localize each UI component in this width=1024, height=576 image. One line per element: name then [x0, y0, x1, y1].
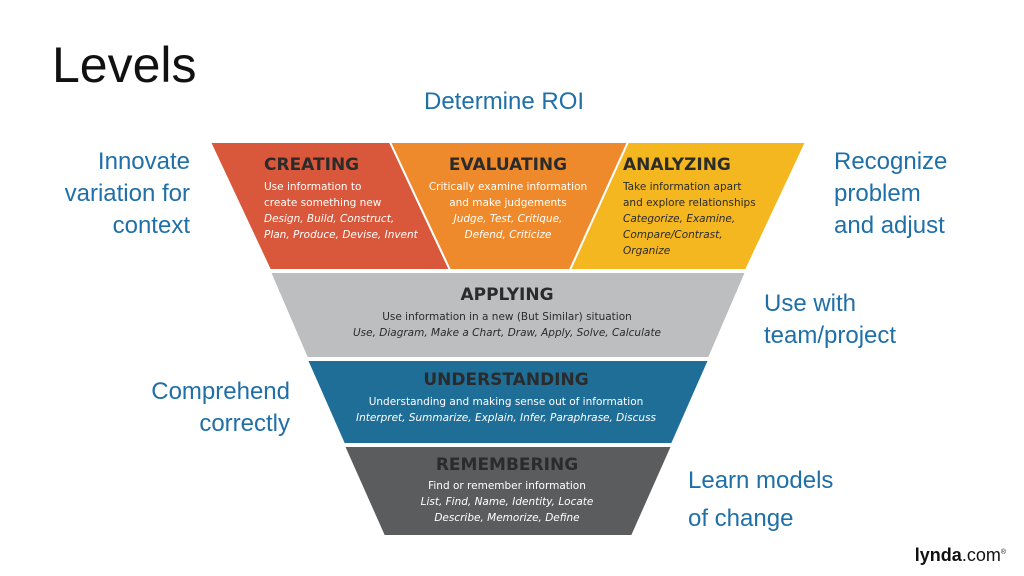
slide-title: Levels — [52, 37, 197, 93]
understanding-line: Understanding and making sense out of in… — [369, 396, 644, 408]
annotation-recognize: Recognize problem and adjust — [834, 146, 947, 242]
annotation-line: context — [112, 212, 190, 239]
annotation-line: of change — [688, 505, 794, 532]
remembering-title: REMEMBERING — [436, 455, 578, 475]
evaluating-examples: Judge, Test, Critique, — [452, 213, 563, 225]
analyzing-examples: Compare/Contrast, — [623, 229, 723, 241]
evaluating-examples: Defend, Criticize — [465, 229, 552, 241]
annotation-line: Use with — [764, 290, 857, 317]
remembering-band — [342, 445, 674, 537]
analyzing-examples: Categorize, Examine, — [623, 213, 735, 225]
annotation-line: and adjust — [834, 212, 945, 239]
applying-band — [268, 271, 748, 359]
remembering-examples: List, Find, Name, Identity, Locate — [421, 496, 594, 508]
remembering-examples: Describe, Memorize, Define — [434, 512, 579, 524]
understanding-band — [305, 359, 711, 445]
analyzing-title: ANALYZING — [623, 155, 731, 175]
creating-title: CREATING — [264, 155, 359, 175]
analyzing-line: Take information apart — [622, 181, 742, 193]
lynda-logo: lynda.com® — [915, 545, 1006, 566]
annotation-line: correctly — [199, 410, 290, 437]
applying-line: Use information in a new (But Similar) s… — [382, 311, 632, 323]
applying-examples: Use, Diagram, Make a Chart, Draw, Apply,… — [353, 327, 661, 339]
annotation-line: problem — [834, 180, 921, 207]
creating-examples: Plan, Produce, Devise, Invent — [264, 229, 419, 241]
brand-name: lynda — [914, 545, 962, 565]
understanding-title: UNDERSTANDING — [423, 370, 588, 390]
annotation-comprehend: Comprehend correctly — [100, 376, 290, 440]
analyzing-line: and explore relationships — [623, 197, 756, 209]
evaluating-line: and make judgements — [449, 197, 567, 209]
creating-line: Use information to — [264, 181, 361, 193]
brand-mark: ® — [1000, 549, 1006, 556]
annotation-innovate: Innovate variation for context — [40, 146, 190, 242]
analyzing-examples: Organize — [623, 245, 670, 257]
annotation-line: Determine ROI — [424, 88, 585, 115]
evaluating-title: EVALUATING — [449, 155, 567, 175]
annotation-line: Innovate — [97, 148, 190, 175]
understanding-examples: Interpret, Summarize, Explain, Infer, Pa… — [356, 412, 657, 424]
evaluating-line: Critically examine information — [429, 181, 587, 193]
annotation-line: variation for — [64, 180, 190, 207]
applying-title: APPLYING — [460, 285, 553, 305]
annotation-line: Comprehend — [151, 378, 290, 405]
brand-suffix: .com — [961, 545, 1001, 565]
remembering-line: Find or remember information — [428, 480, 586, 492]
analyzing-band — [568, 141, 808, 271]
creating-examples: Design, Build, Construct, — [264, 213, 394, 225]
annotation-learn-models: Learn models of change — [688, 462, 833, 538]
annotation-line: team/project — [764, 322, 897, 349]
annotation-use-with: Use with team/project — [764, 288, 896, 352]
creating-line: create something new — [264, 197, 382, 209]
annotation-line: Recognize — [834, 148, 948, 175]
annotation-line: Learn models — [688, 467, 834, 494]
annotation-determine-roi: Determine ROI — [424, 86, 584, 118]
